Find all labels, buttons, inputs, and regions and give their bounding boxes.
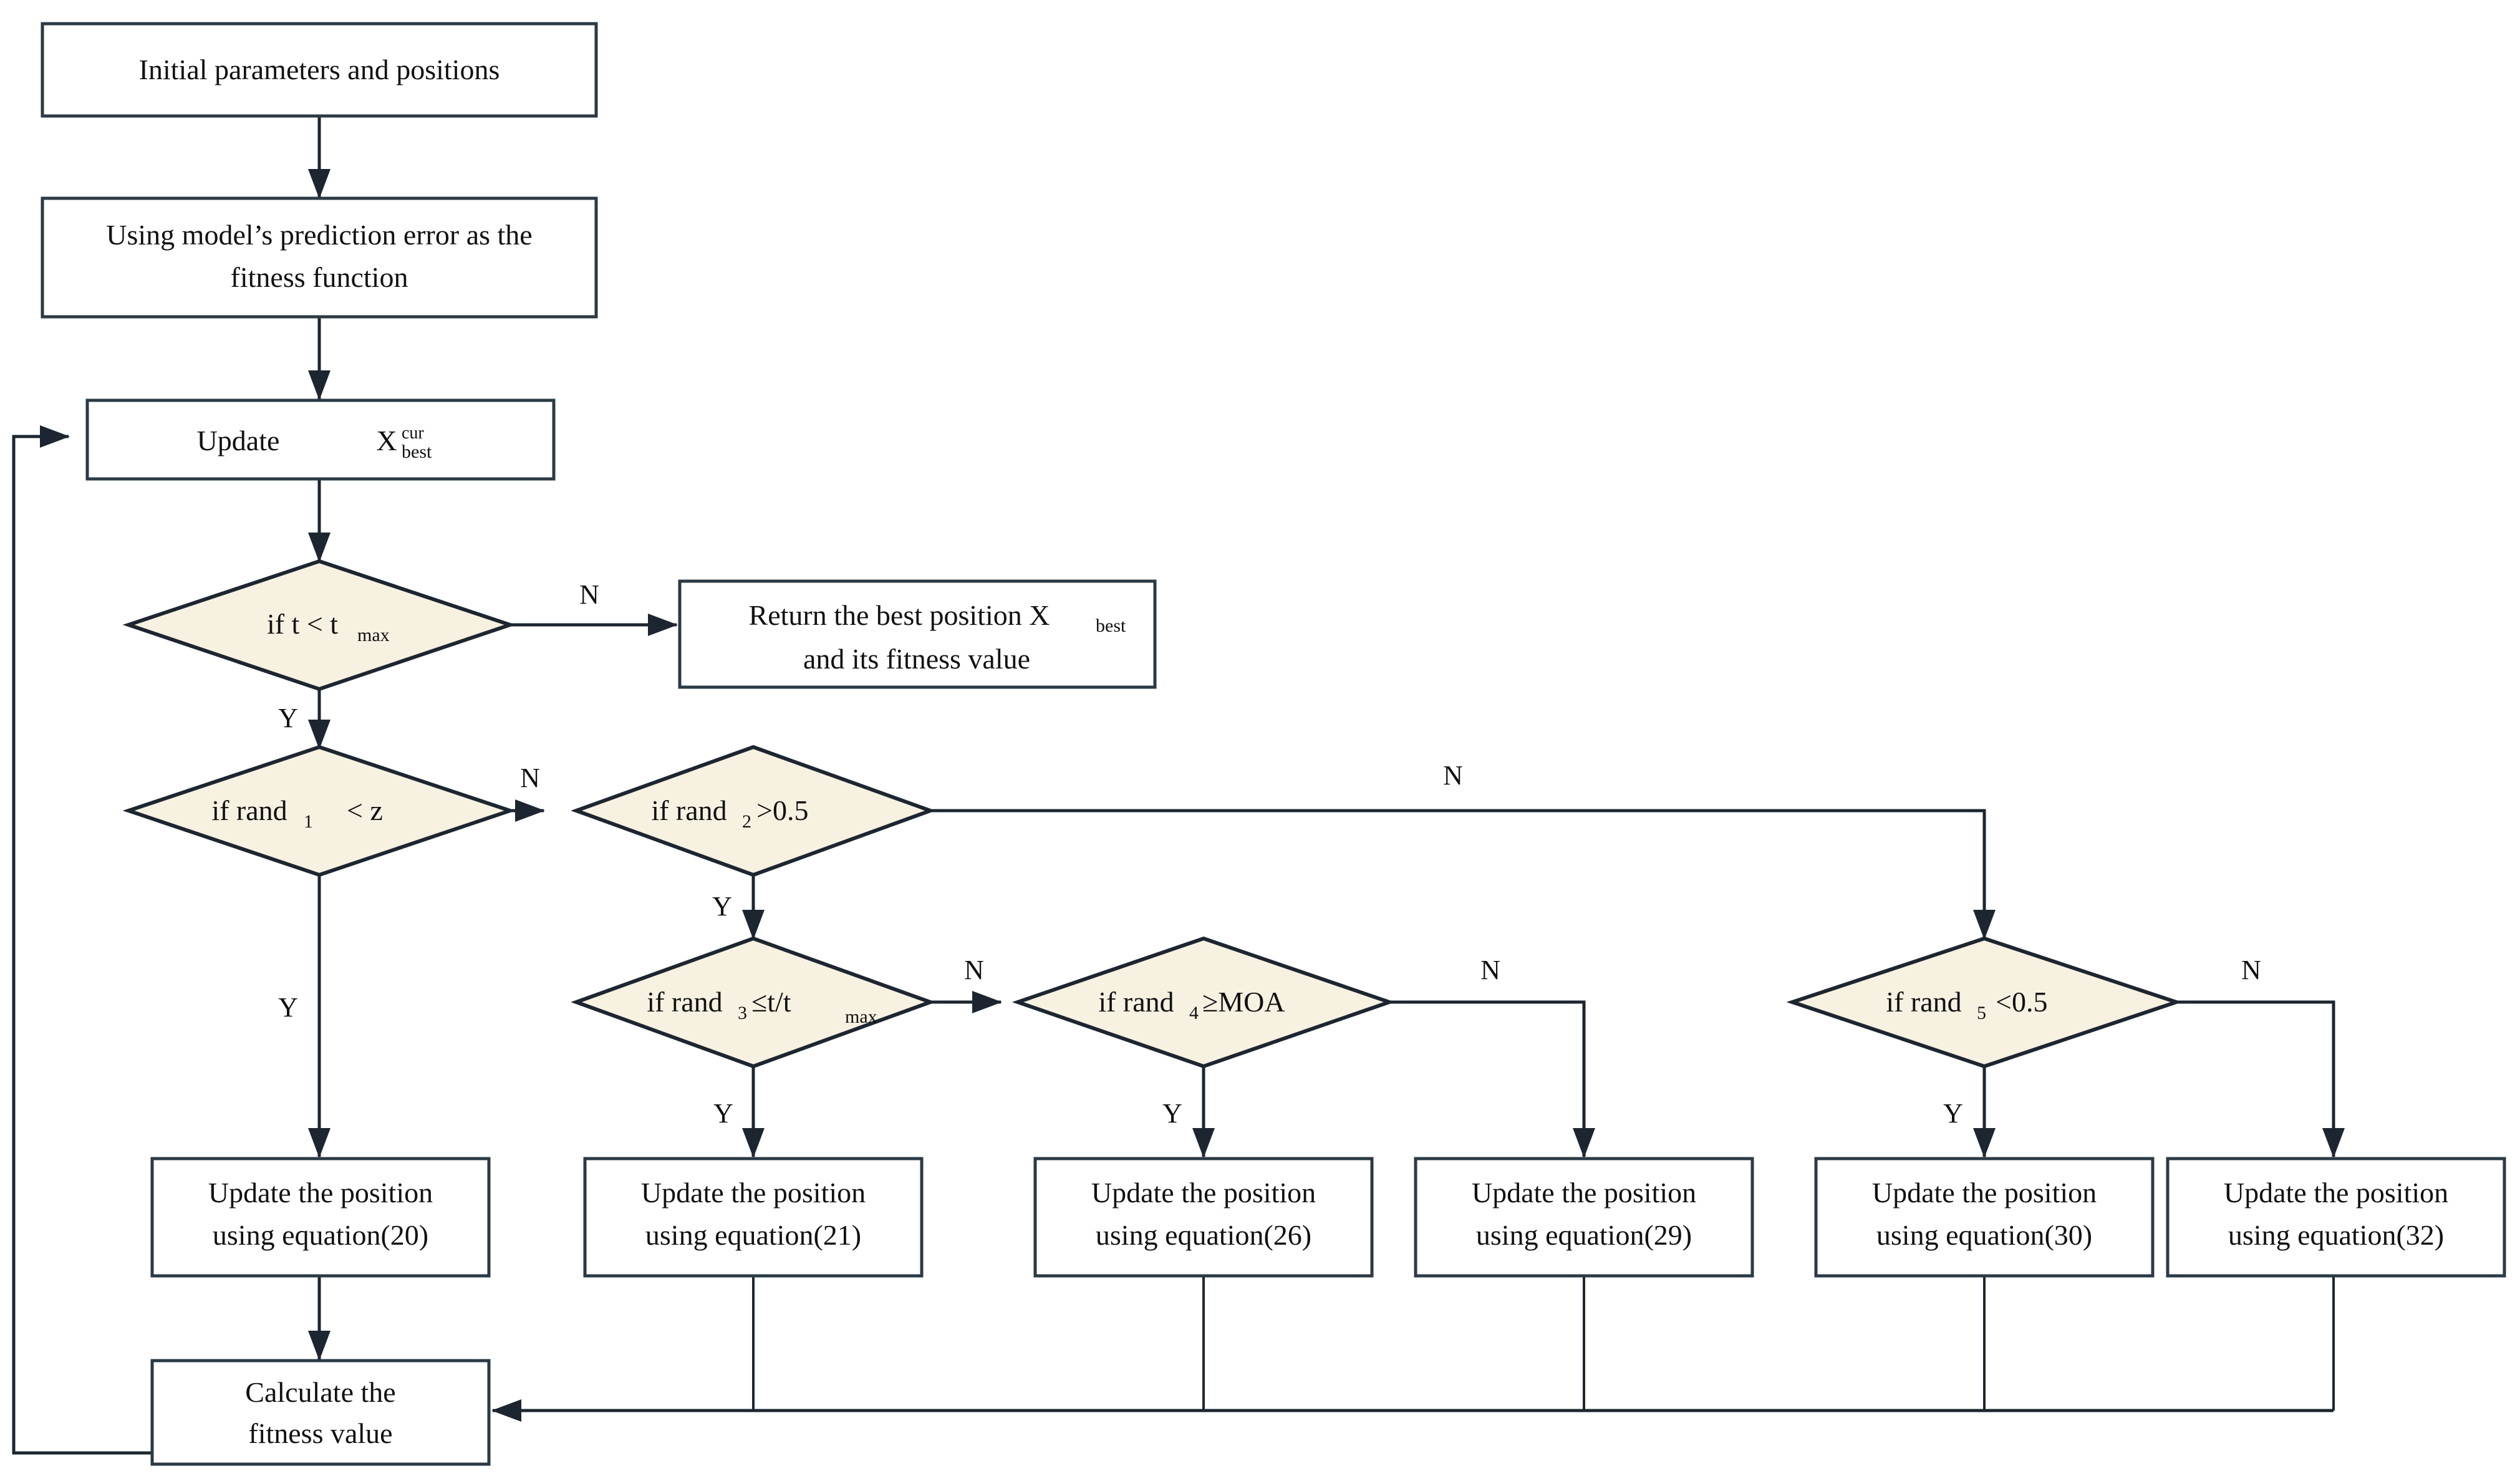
edge-label-rand3-no: N: [964, 955, 984, 985]
node-calculate-fitness[interactable]: [150, 1359, 491, 1466]
node-decision-rand3-post-subscript: max: [845, 1006, 877, 1027]
node-update-best-superscript: cur: [402, 423, 424, 443]
node-decision-rand2[interactable]: [571, 745, 936, 877]
node-return-best-subscript: best: [1096, 615, 1126, 636]
node-decision-rand4-subscript: 4: [1189, 1003, 1199, 1023]
node-decision-t-subscript: max: [357, 625, 390, 645]
node-update-eq21[interactable]: [583, 1157, 924, 1278]
node-fitness-function-line2: fitness function: [231, 261, 408, 293]
node-update-eq30-line2: using equation(30): [1876, 1219, 2092, 1251]
edge-label-rand5-no: N: [2241, 955, 2261, 985]
node-update-eq26-line1: Update the position: [1091, 1177, 1316, 1208]
node-decision-rand2-post: >0.5: [756, 794, 808, 826]
node-update-eq29-line2: using equation(29): [1476, 1219, 1692, 1251]
edge-rand4-no-to-eq29: [1389, 1000, 1595, 1159]
node-calculate-fitness-line2: fitness value: [248, 1417, 392, 1449]
edge-label-rand1-yes: Y: [278, 992, 298, 1023]
node-initial-parameters[interactable]: [41, 22, 598, 118]
node-decision-rand2-subscript: 2: [742, 811, 751, 832]
node-update-eq20[interactable]: [150, 1157, 491, 1278]
node-fitness-function[interactable]: [41, 196, 598, 319]
node-decision-rand3[interactable]: [571, 936, 936, 1069]
node-decision-rand5-subscript: 5: [1977, 1003, 1986, 1023]
node-decision-rand3-subscript: 3: [738, 1003, 747, 1023]
edge-label-rand4-no: N: [1480, 955, 1500, 985]
node-decision-rand3-pre: if rand: [647, 986, 722, 1018]
edge-label-t-yes: Y: [278, 703, 298, 733]
edge-label-rand2-yes: Y: [712, 891, 732, 922]
node-update-eq30[interactable]: [1814, 1157, 2155, 1278]
node-decision-t-label: if t < t: [267, 608, 338, 640]
node-decision-rand4[interactable]: [1011, 936, 1396, 1069]
node-decision-rand1-post: < z: [347, 794, 383, 826]
edge-label-rand3-yes: Y: [713, 1098, 733, 1129]
node-update-best[interactable]: [85, 398, 556, 481]
node-update-eq29[interactable]: [1414, 1157, 1754, 1278]
node-update-eq21-line1: Update the position: [641, 1177, 866, 1208]
node-decision-rand4-pre: if rand: [1098, 986, 1174, 1018]
node-update-eq32[interactable]: [2166, 1157, 2506, 1278]
edge-rand5-no-to-eq32: [2176, 1000, 2345, 1159]
node-update-best-label: Update: [197, 425, 280, 456]
node-update-eq26[interactable]: [1033, 1157, 1374, 1278]
edge-label-rand4-yes: Y: [1162, 1098, 1182, 1129]
node-update-eq20-line2: using equation(20): [213, 1219, 428, 1251]
node-initial-parameters-label: Initial parameters and positions: [139, 54, 500, 85]
node-update-eq29-line1: Update the position: [1472, 1177, 1696, 1208]
node-fitness-function-line1: Using model’s prediction error as the: [106, 219, 532, 251]
node-calculate-fitness-line1: Calculate the: [245, 1376, 395, 1408]
node-update-eq21-line2: using equation(21): [645, 1219, 861, 1251]
node-decision-rand1-subscript: 1: [304, 811, 313, 832]
node-update-best-var: X: [376, 425, 397, 456]
edge-label-rand2-no: N: [1443, 760, 1463, 791]
node-return-best-position[interactable]: [678, 579, 1157, 689]
edge-label-rand5-yes: Y: [1943, 1098, 1963, 1129]
edge-label-rand1-no: N: [520, 763, 540, 793]
node-decision-rand1-pre: if rand: [211, 794, 287, 826]
node-decision-rand5-pre: if rand: [1886, 986, 1961, 1018]
node-update-eq30-line1: Update the position: [1872, 1177, 2097, 1208]
node-update-eq32-line1: Update the position: [2224, 1177, 2448, 1208]
node-decision-rand4-post: ≥MOA: [1202, 986, 1285, 1018]
node-update-eq26-line2: using equation(26): [1096, 1219, 1311, 1251]
node-decision-rand5-post: <0.5: [1996, 986, 2047, 1018]
node-update-eq32-line2: using equation(32): [2228, 1219, 2444, 1251]
node-return-best-line2: and its fitness value: [803, 643, 1030, 675]
node-decision-rand1[interactable]: [122, 745, 516, 877]
node-decision-rand2-pre: if rand: [651, 794, 727, 826]
node-update-best-subscript: best: [402, 441, 432, 462]
node-decision-rand3-post: ≤t/t: [751, 986, 791, 1018]
node-return-best-line1: Return the best position X: [749, 599, 1050, 631]
node-decision-rand5[interactable]: [1786, 936, 2183, 1069]
edge-rand2-no-to-rand5: [930, 809, 1996, 940]
node-update-eq20-line1: Update the position: [208, 1177, 433, 1208]
node-decision-t-lt-tmax[interactable]: [122, 559, 516, 692]
edge-label-t-no: N: [579, 579, 599, 610]
